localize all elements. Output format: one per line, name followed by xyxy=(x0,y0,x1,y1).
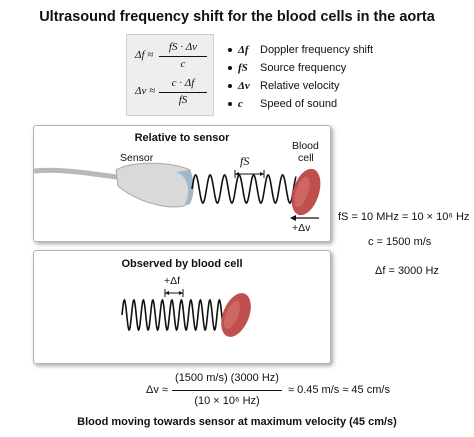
blood-cell-label: Blood xyxy=(292,140,319,152)
legend-description: Relative velocity xyxy=(260,80,340,92)
formula-denominator: c xyxy=(180,58,186,70)
calc-result: ≈ 0.45 m/s ≈ 45 cm/s xyxy=(288,384,390,396)
frequency-shift-value: Δf = 3000 Hz xyxy=(375,265,439,277)
formula-numerator: c · Δf xyxy=(171,77,195,89)
formula-box: Δf ≈ fS · Δv c Δv ≈ c · Δf fS xyxy=(126,34,214,116)
calc-denominator: (10 × 10⁶ Hz) xyxy=(194,395,260,407)
bullet-icon xyxy=(228,48,232,52)
blood-cell-icon xyxy=(221,293,251,337)
legend-symbol: Δv xyxy=(238,80,250,92)
source-frequency-label: fS xyxy=(240,154,250,168)
velocity-label: +Δv xyxy=(292,222,311,234)
formula-denominator: fS xyxy=(178,94,188,106)
panel-illustration xyxy=(121,289,251,337)
fraction-bar xyxy=(159,56,207,57)
calc-lhs: Δv ≈ xyxy=(146,384,168,396)
panel-observed-by-blood-cell: Observed by blood cell +Δf xyxy=(33,250,331,364)
panel-title: Relative to sensor xyxy=(134,132,230,144)
bullet-icon xyxy=(228,102,232,106)
compressed-wave xyxy=(121,298,225,332)
formula-lhs: Δf ≈ xyxy=(135,49,154,61)
ultrasound-wave xyxy=(191,174,297,204)
calc-numerator: (1500 m/s) (3000 Hz) xyxy=(175,372,279,384)
ultrasound-sensor-icon xyxy=(115,162,194,208)
frequency-shift-label: +Δf xyxy=(164,275,181,287)
sensor-cable xyxy=(34,167,125,181)
panel-title: Observed by blood cell xyxy=(121,258,243,270)
bullet-icon xyxy=(228,84,232,88)
bullet-icon xyxy=(228,66,232,70)
blood-cell-label: cell xyxy=(298,152,314,164)
legend-description: Source frequency xyxy=(260,62,347,74)
source-frequency-value: fS = 10 MHz = 10 × 10⁶ Hz xyxy=(338,211,470,223)
fraction-bar xyxy=(159,92,207,93)
page-title: Ultrasound frequency shift for the blood… xyxy=(39,9,435,25)
speed-of-sound-value: c = 1500 m/s xyxy=(368,236,432,248)
panel-illustration xyxy=(34,162,321,221)
legend-symbol: c xyxy=(238,98,243,110)
blood-cell-icon xyxy=(291,168,321,216)
doppler-shift-formula: Δf ≈ fS · Δv c xyxy=(127,41,213,75)
legend-symbol: fS xyxy=(238,62,248,74)
caption: Blood moving towards sensor at maximum v… xyxy=(77,416,397,428)
formula-lhs: Δv ≈ xyxy=(135,85,156,97)
calc-fraction-bar xyxy=(172,390,282,391)
panel-relative-to-sensor: Relative to sensor Sensor fS Blood cell … xyxy=(33,125,331,242)
legend-description: Speed of sound xyxy=(260,98,338,110)
sensor-label: Sensor xyxy=(120,152,154,164)
legend-symbol: Δf xyxy=(238,44,249,56)
formula-numerator: fS · Δv xyxy=(168,41,198,53)
legend-description: Doppler frequency shift xyxy=(260,44,374,56)
velocity-formula: Δv ≈ c · Δf fS xyxy=(127,77,213,111)
